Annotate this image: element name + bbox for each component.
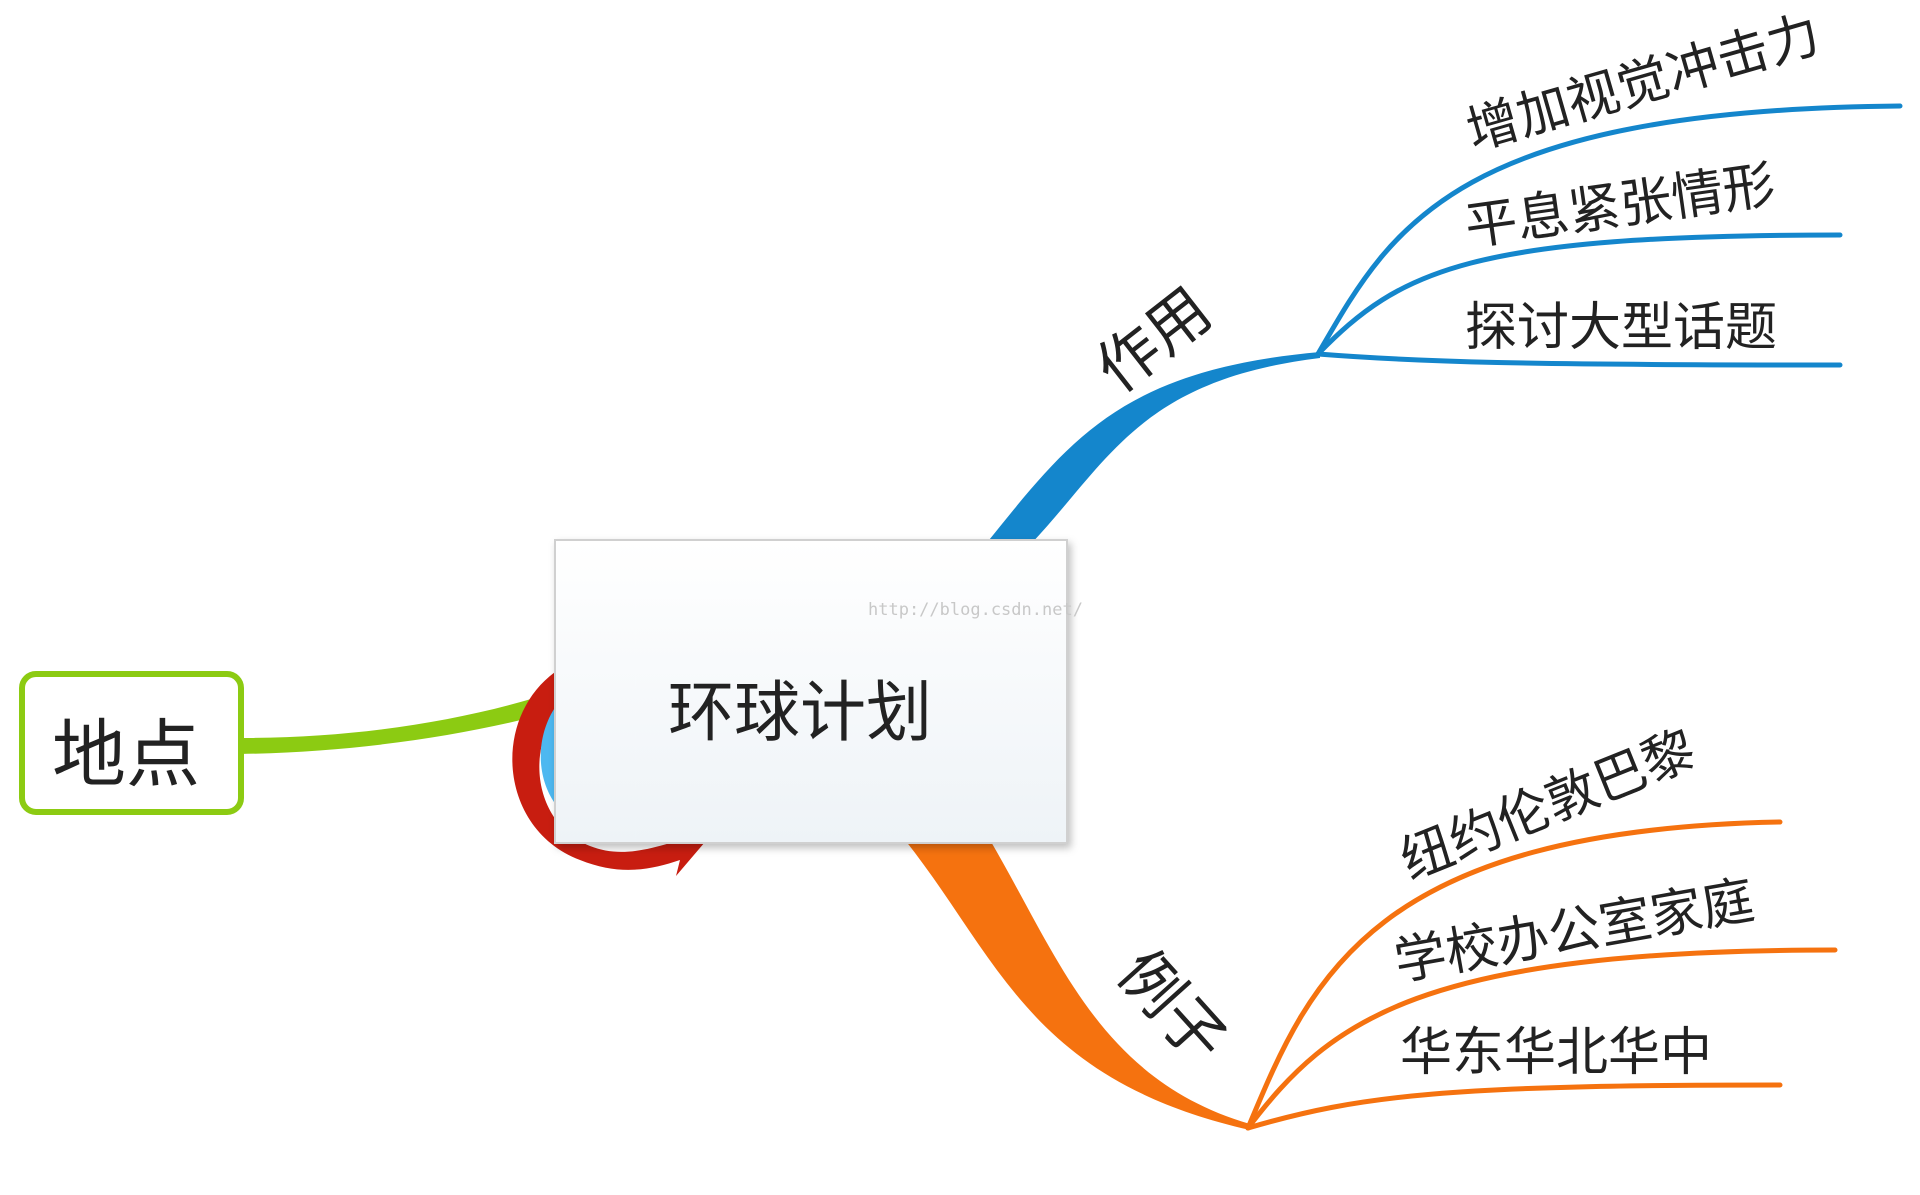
examples-item-2-label[interactable]: 学校办公室家庭	[1390, 871, 1759, 993]
examples-item-1-label[interactable]: 纽约伦敦巴黎	[1392, 720, 1704, 893]
purpose-leaf-line-3	[1315, 351, 1843, 368]
purpose-leaf-line-1	[1315, 103, 1903, 357]
examples-item-3-label[interactable]: 华东华北华中	[1400, 1023, 1712, 1083]
center-card[interactable]	[554, 539, 1068, 844]
examples-leaf-line-3	[1245, 1082, 1783, 1131]
purpose-leaf-line-2	[1315, 232, 1843, 357]
location-node-label: 地点	[52, 712, 200, 798]
examples-branch-connector	[905, 840, 1250, 1130]
examples-leaf-line-2	[1245, 947, 1838, 1131]
location-node-box[interactable]	[19, 671, 244, 815]
center-node[interactable]: 环球计划 http://blog.csdn.net/	[554, 539, 1083, 844]
purpose-item-1-label[interactable]: 增加视觉冲击力	[1460, 4, 1826, 162]
examples-leaf-line-1	[1245, 819, 1783, 1131]
purpose-item-3-label[interactable]: 探讨大型话题	[1465, 298, 1777, 358]
location-node[interactable]: 地点	[19, 671, 244, 815]
center-title: 环球计划	[668, 674, 932, 751]
refresh-arrow-red-icon	[512, 672, 705, 876]
watermark-text: http://blog.csdn.net/	[868, 600, 1083, 620]
location-connector	[240, 690, 560, 754]
purpose-branch-connector	[985, 352, 1320, 545]
